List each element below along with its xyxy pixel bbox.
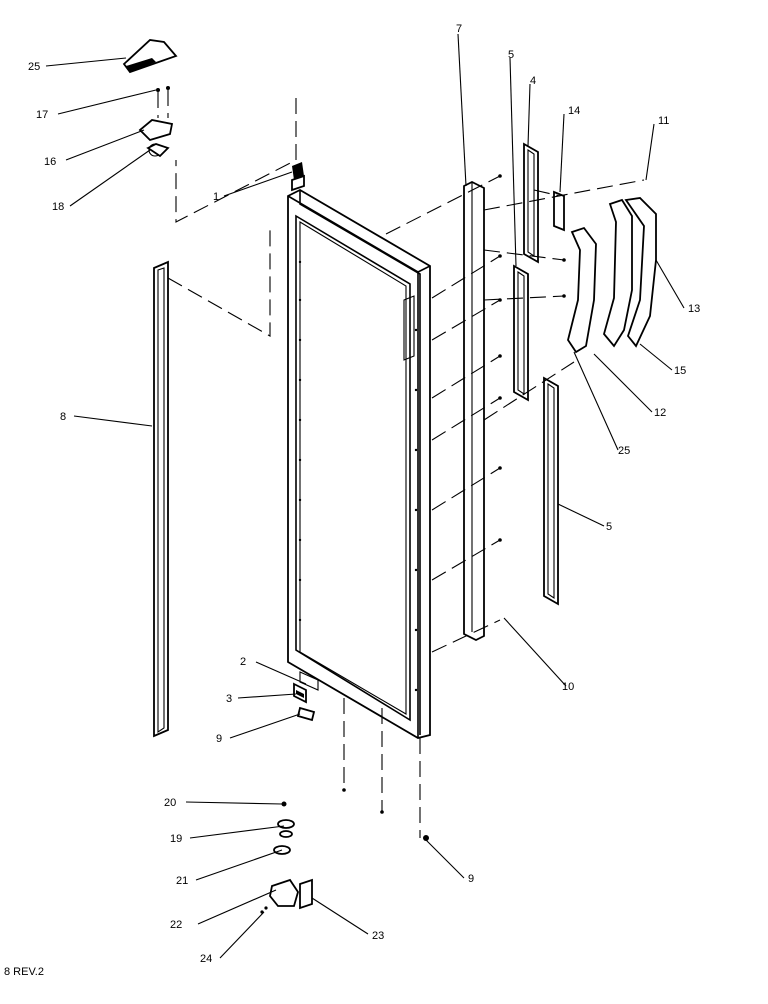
lower-door-hardware <box>293 671 429 841</box>
revision-label: 8 REV.2 <box>4 966 44 978</box>
callout-1: 1 <box>213 191 219 203</box>
callout-25-top: 25 <box>28 61 40 73</box>
block-part-14 <box>553 190 565 232</box>
callout-19: 19 <box>170 833 182 845</box>
callout-20: 20 <box>164 797 176 809</box>
callout-23: 23 <box>372 930 384 942</box>
alignment-lines <box>175 98 645 838</box>
callout-14: 14 <box>568 105 580 117</box>
callout-12: 12 <box>654 407 666 419</box>
handle-part-12 <box>567 226 597 354</box>
callout-22: 22 <box>170 919 182 931</box>
trim-strip-part-5-lower <box>543 376 559 606</box>
bottom-hinge-assembly <box>260 801 313 914</box>
callout-18: 18 <box>52 201 64 213</box>
leader-lines <box>45 33 685 959</box>
callout-24: 24 <box>200 953 212 965</box>
callout-13: 13 <box>688 303 700 315</box>
door-panel <box>287 188 431 739</box>
trim-strip-part-5-upper <box>513 264 529 402</box>
callout-15: 15 <box>674 365 686 377</box>
callout-9-bottom: 9 <box>468 873 474 885</box>
channel-part-7 <box>463 180 485 642</box>
callout-21: 21 <box>176 875 188 887</box>
callout-16: 16 <box>44 156 56 168</box>
top-hinge-assembly <box>122 39 305 192</box>
callout-11: 11 <box>658 115 669 127</box>
callout-9-left: 9 <box>216 733 222 745</box>
callout-5-lower: 5 <box>606 521 612 533</box>
callout-3: 3 <box>226 693 232 705</box>
callout-2: 2 <box>240 656 246 668</box>
handle-part-13 <box>624 197 657 348</box>
callout-4: 4 <box>530 75 536 87</box>
door-screw-holes <box>298 260 418 692</box>
gasket-strip-part-8 <box>153 226 271 738</box>
handle-part-15 <box>603 198 633 348</box>
callout-10: 10 <box>562 681 574 693</box>
callout-25-handle: 25 <box>618 445 630 457</box>
callout-7: 7 <box>456 23 462 35</box>
callout-8: 8 <box>60 411 66 423</box>
callout-5-upper: 5 <box>508 49 514 61</box>
callout-17: 17 <box>36 109 48 121</box>
trim-strip-part-4 <box>523 142 539 264</box>
